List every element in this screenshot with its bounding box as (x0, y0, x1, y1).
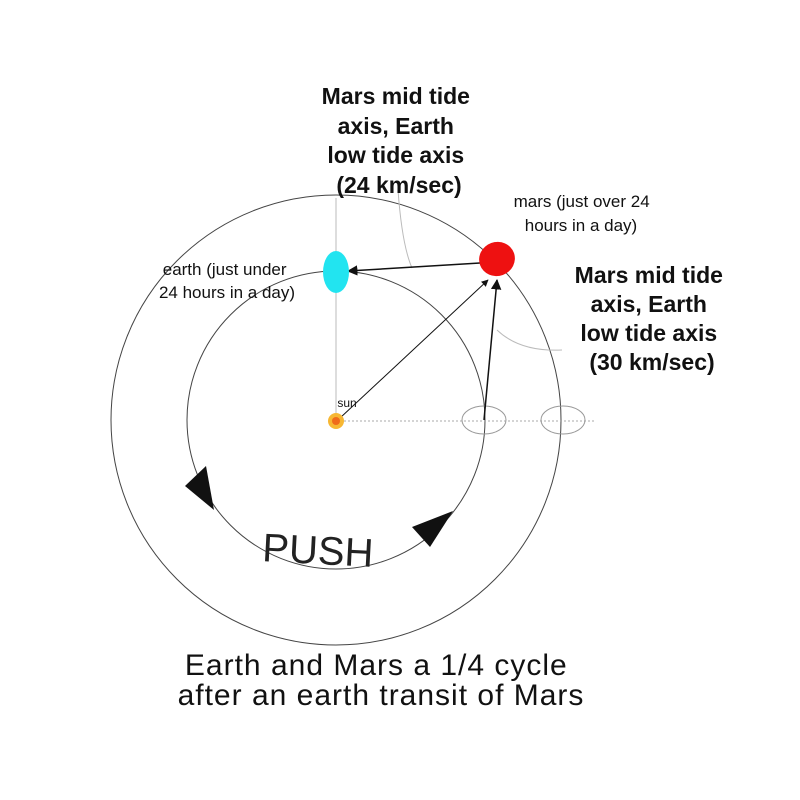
earth-label-line-2: 24 hours in a day) (159, 283, 295, 302)
caption-line-1: Earth and Mars a 1/4 cycle (185, 649, 568, 682)
top-leader-arc (397, 189, 413, 269)
top-axis-line-4: (24 km/sec) (336, 172, 461, 198)
mars-orbit (110, 194, 562, 646)
direction-triangle-left (185, 466, 214, 510)
mars-to-earth-arrow (346, 262, 481, 276)
direction-triangle-right (412, 511, 453, 547)
top-axis-line-2: axis, Earth (338, 113, 454, 139)
right-axis-line-3: low tide axis (580, 320, 717, 346)
right-axis-line-2: axis, Earth (591, 291, 707, 317)
earth-body (323, 251, 349, 293)
sun-core (332, 417, 340, 425)
earth-label: earth (just under 24 hours in a day) (159, 260, 295, 302)
caption: Earth and Mars a 1/4 cycle after an eart… (178, 649, 585, 712)
earth-orbit-marker-ellipse (461, 405, 507, 435)
top-axis-line-1: Mars mid tide (322, 83, 470, 109)
push-label: PUSH (261, 526, 374, 576)
mars-label: mars (just over 24 hours in a day) (514, 192, 655, 235)
mars-body (479, 241, 515, 277)
mars-label-line-2: hours in a day) (525, 216, 637, 235)
sun-to-mars-arrow (339, 279, 489, 419)
sun-label: sun (337, 396, 356, 410)
mars-label-line-1: mars (just over 24 (514, 192, 650, 211)
caption-line-2: after an earth transit of Mars (178, 679, 585, 712)
right-axis-line-4: (30 km/sec) (589, 349, 714, 375)
orbit-to-mars-arrow (483, 278, 502, 421)
mars-orbit-marker-ellipse (540, 405, 586, 435)
earth-label-line-1: earth (just under (163, 260, 287, 279)
top-axis-label: Mars mid tide axis, Earth low tide axis … (322, 83, 477, 198)
right-leader-arc (496, 329, 563, 351)
right-axis-label: Mars mid tide axis, Earth low tide axis … (575, 262, 730, 375)
top-axis-line-3: low tide axis (327, 142, 464, 168)
right-axis-line-1: Mars mid tide (575, 262, 723, 288)
